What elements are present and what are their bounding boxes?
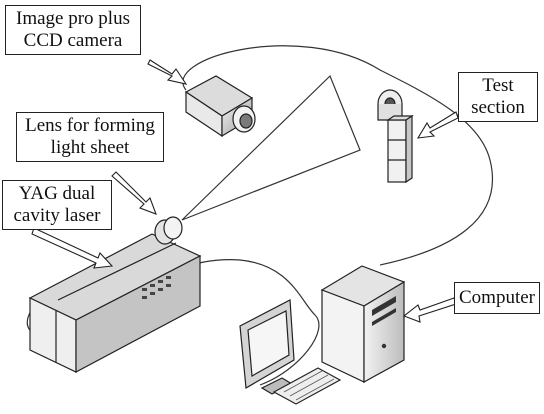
computer-label: Computer bbox=[454, 282, 540, 314]
camera-arrow bbox=[147, 59, 188, 85]
lens-label-line1: Lens for forming bbox=[25, 115, 155, 136]
lens-icon bbox=[154, 216, 183, 245]
test-label-line1: Test bbox=[482, 75, 514, 96]
laser-arrow bbox=[31, 227, 114, 269]
computer-arrow bbox=[402, 297, 457, 323]
lens-label: Lens for forming light sheet bbox=[16, 112, 164, 162]
camera-label-line2: CCD camera bbox=[23, 30, 123, 51]
laser-buttons bbox=[142, 276, 171, 299]
lens-label-line2: light sheet bbox=[50, 137, 130, 158]
lens-arrow bbox=[111, 171, 157, 215]
test-label-line2: section bbox=[471, 97, 525, 118]
camera-label-line1: Image pro plus bbox=[16, 8, 130, 29]
computer-label-line1: Computer bbox=[459, 287, 535, 308]
test-label: Test section bbox=[458, 72, 538, 122]
light-sheet-icon bbox=[181, 74, 361, 221]
test-section-icon bbox=[377, 89, 414, 184]
laser-label-line2: cavity laser bbox=[13, 205, 101, 226]
monitor-icon bbox=[239, 299, 295, 395]
label-arrows bbox=[31, 59, 459, 323]
computer-tower-icon bbox=[320, 265, 406, 384]
laser-label: YAG dual cavity laser bbox=[2, 180, 112, 230]
camera-cable bbox=[182, 45, 493, 266]
laser-icon bbox=[28, 233, 202, 373]
keyboard-icon bbox=[272, 367, 342, 405]
laser-label-line1: YAG dual bbox=[18, 183, 96, 204]
ccd-camera-icon bbox=[184, 75, 256, 138]
test-arrow bbox=[416, 111, 459, 139]
camera-label: Image pro plus CCD camera bbox=[5, 5, 141, 55]
